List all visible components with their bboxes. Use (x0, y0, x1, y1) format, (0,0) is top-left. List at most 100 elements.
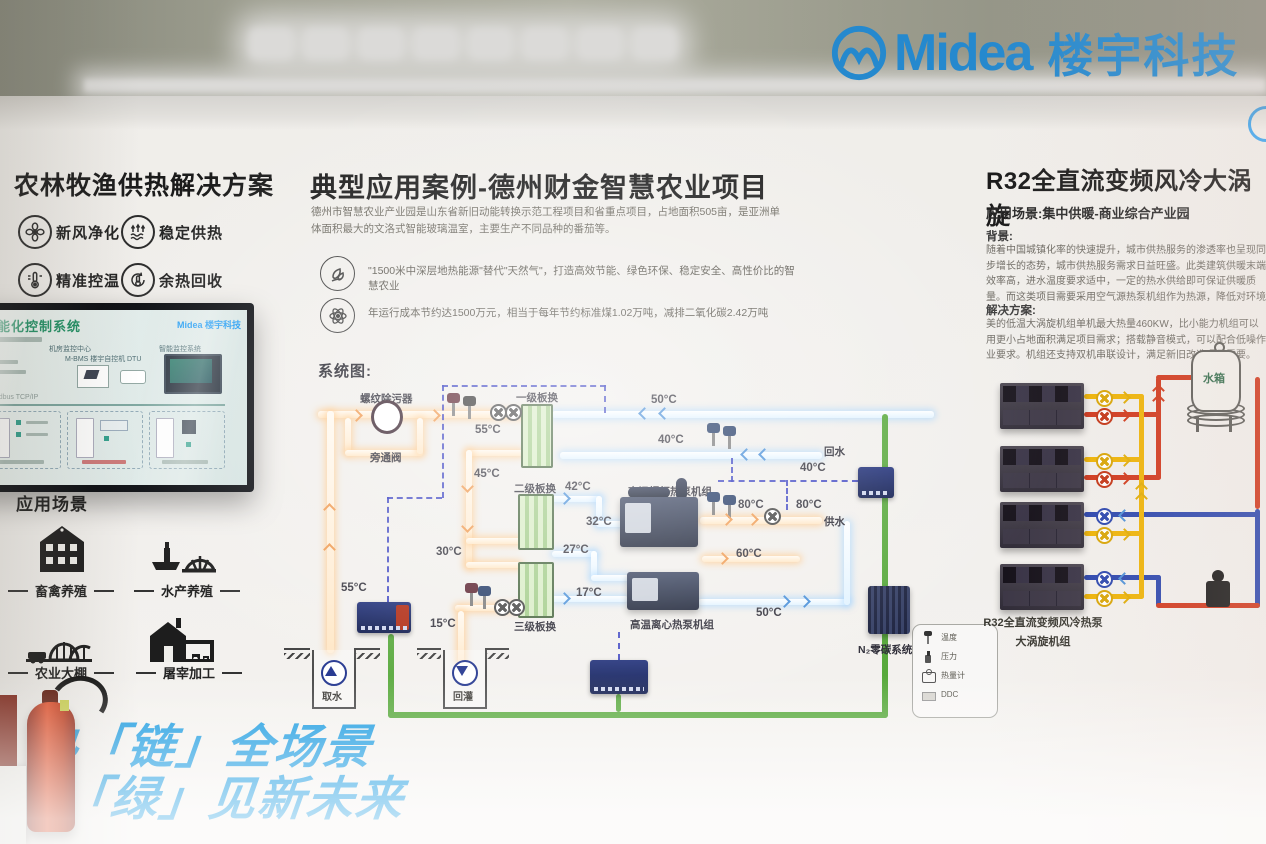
temp-label: 40°C (658, 434, 684, 446)
partial-logo-mark (1248, 106, 1266, 142)
temp-label: 15°C (430, 618, 456, 630)
valve-icon (1096, 571, 1113, 588)
temp-label: 30°C (436, 546, 462, 558)
plate-heat-exchanger-2 (518, 494, 554, 550)
scenario-label: 水产养殖 (161, 584, 214, 599)
centrifugal-unit-label: 高温离心热泵机组 (630, 619, 714, 631)
flow-arrow (716, 552, 729, 565)
led-sign-glow (248, 16, 678, 72)
pipe-red (1255, 377, 1260, 509)
temp-label: 45°C (474, 468, 500, 480)
glow-blob (412, 27, 459, 61)
control-line (786, 480, 788, 510)
tank-leg (1229, 416, 1232, 432)
sensor-icon (707, 423, 720, 446)
temp-sensor-icon (922, 631, 934, 644)
ground-symbol (354, 648, 380, 659)
legend-row: DDC (922, 688, 997, 701)
tv-screen: 智能化控制系统 Midea 楼宇科技 机房监控中心 M-BMS 楼宇自控机 DT… (0, 310, 247, 485)
scenario-item: 农业大棚 (8, 663, 115, 682)
aquaculture-icon (152, 542, 216, 573)
background-label: 背景: (986, 231, 1013, 243)
control-line (442, 385, 444, 498)
glow-blob (522, 27, 569, 61)
tank-leg (1196, 416, 1199, 432)
right-panel-subtitle: 应用场景:集中供暖-商业综合产业园 (986, 206, 1190, 221)
valve-icon (1096, 471, 1113, 488)
wall-board-edge (0, 766, 26, 844)
pipe-segment-green (388, 634, 394, 718)
legend-row: 热量计 (922, 669, 997, 683)
pipe-segment-green (882, 414, 888, 588)
centrifugal-heat-pump-unit (627, 572, 699, 610)
temp-label: 17°C (576, 587, 602, 599)
glow-blob (248, 27, 294, 61)
glow-blob (357, 27, 404, 61)
dash-decor (136, 671, 156, 674)
brand-name: Midea (894, 24, 1033, 82)
temp-label: 80°C (738, 499, 764, 511)
temp-label: 80°C (796, 499, 822, 511)
tv-display: 智能化控制系统 Midea 楼宇科技 机房监控中心 M-BMS 楼宇自控机 DT… (0, 303, 254, 492)
slaughter-icon (150, 618, 214, 662)
scenarios-title: 应用场景 (16, 495, 88, 514)
controller-red-module (396, 605, 409, 630)
control-line (442, 385, 606, 387)
valve-icon (508, 599, 525, 616)
ground-symbol (485, 648, 509, 659)
controller-unit (357, 602, 411, 633)
scenario-item: 屠宰加工 (136, 663, 243, 682)
atom-icon (320, 298, 355, 333)
slogan-line2: 「绿」见新未来 (58, 772, 408, 825)
temp-label: 27°C (563, 544, 589, 556)
pipe-segment (591, 575, 629, 581)
pipe-red (1156, 375, 1193, 380)
pipe-yellow (1084, 594, 1144, 599)
temp-label: 50°C (651, 394, 677, 406)
pipe-segment-green (616, 694, 621, 712)
legend-label: 压力 (941, 652, 957, 661)
n2-system-label: N₂零碳系统 (858, 644, 913, 656)
dash-decor (8, 589, 28, 592)
control-line (387, 497, 442, 499)
heat-recovery-icon (121, 263, 155, 297)
brand-cn: 楼宇科技 (1047, 30, 1240, 82)
sensor-icon (447, 393, 460, 416)
scenario-label: 畜禽养殖 (35, 584, 88, 599)
pipe-segment (417, 418, 423, 454)
scenario-item: 畜禽养殖 (8, 581, 115, 600)
control-line (731, 458, 733, 482)
bypass-label: 旁通阀 (370, 452, 402, 464)
glow-blob (577, 27, 624, 61)
pipe-segment (466, 450, 523, 456)
valve-icon (1096, 390, 1113, 407)
intake-pump-icon (321, 660, 347, 686)
sensor-icon (465, 583, 478, 606)
tv-screen-glare (0, 310, 247, 485)
temp-label: 55°C (341, 582, 367, 594)
valve-icon (1096, 590, 1113, 607)
right-diagram-caption1: R32全直流变频风冷热泵 (983, 617, 1103, 629)
reinjection-pump-icon (452, 660, 478, 686)
flow-arrow (558, 592, 571, 605)
diagram-title: 系统图: (318, 363, 372, 380)
control-line (718, 480, 858, 482)
hx3-label: 三级板换 (514, 621, 556, 633)
pipe-segment (466, 450, 472, 568)
heat-pump-unit (1000, 383, 1084, 429)
fan-icon (18, 215, 52, 249)
dash-decor (94, 671, 115, 674)
legend-label: DDC (941, 690, 959, 699)
flow-arrow (1152, 394, 1165, 407)
pipe-segment-green (388, 712, 888, 718)
pipe-yellow (1084, 457, 1144, 462)
pipe-segment (466, 562, 521, 568)
reinjection-label: 回灌 (453, 692, 473, 703)
flow-arrow (558, 492, 571, 505)
dash-decor (134, 589, 154, 592)
left-panel-title: 农林牧渔供热解决方案 (14, 172, 275, 200)
heat-pump-unit (1000, 564, 1084, 610)
pipe-segment (700, 517, 822, 524)
legend-label: 热量计 (941, 671, 965, 680)
